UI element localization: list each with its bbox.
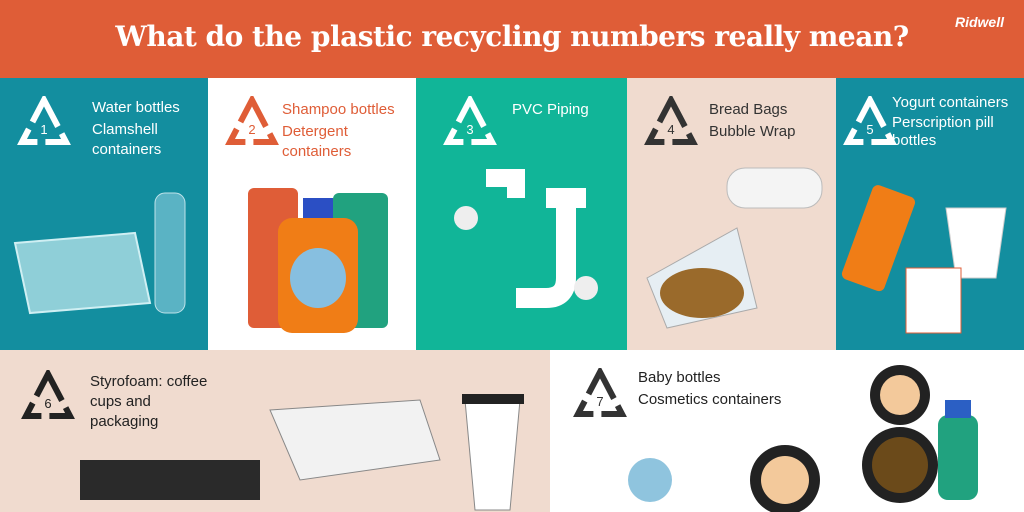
recycle-symbol-icon: 6 xyxy=(21,370,75,419)
panel-plastic-7: 7 Baby bottles Cosmetics containers xyxy=(550,350,1024,512)
item-label: Baby bottles xyxy=(638,369,721,386)
panel-plastic-6: 6 Styrofoam: coffee cups and packaging xyxy=(0,350,550,512)
recycle-symbol-icon: 1 xyxy=(17,96,71,145)
pvc-pipe-illustration xyxy=(454,169,598,308)
recycle-symbol-icon: 4 xyxy=(644,96,698,145)
svg-text:4: 4 xyxy=(667,122,674,137)
header: What do the plastic recycling numbers re… xyxy=(0,0,1024,78)
item-label: Water bottles xyxy=(92,99,180,116)
item-label: Bubble Wrap xyxy=(709,123,796,140)
recycle-symbol-icon: 2 xyxy=(225,96,279,145)
shampoo-detergent-illustration xyxy=(248,188,388,333)
panel-plastic-4: 4 Bread Bags Bubble Wrap xyxy=(627,78,836,350)
svg-text:1: 1 xyxy=(40,122,47,137)
item-label: PVC Piping xyxy=(512,101,589,118)
clamshell-bottle-illustration xyxy=(13,192,186,315)
panel-plastic-3: 3 PVC Piping xyxy=(416,78,627,350)
panel-plastic-2: 2 Shampoo bottles Detergent containers xyxy=(208,78,416,350)
recycle-symbol-icon: 7 xyxy=(573,368,627,417)
svg-text:6: 6 xyxy=(44,396,51,411)
recycle-symbol-icon: 3 xyxy=(443,96,497,145)
panel-plastic-5: 5 Yogurt containers Perscription pill bo… xyxy=(836,78,1024,350)
item-label: Yogurt containers xyxy=(892,94,1009,111)
item-label: Clamshell containers xyxy=(92,121,162,158)
page-title: What do the plastic recycling numbers re… xyxy=(115,20,909,53)
svg-text:3: 3 xyxy=(466,122,473,137)
item-label: Shampoo bottles xyxy=(282,101,395,118)
yogurt-pill-bottle-illustration xyxy=(841,185,1007,334)
item-label: Styrofoam: coffee cups and packaging xyxy=(90,373,208,430)
item-label: Bread Bags xyxy=(709,101,788,118)
svg-text:7: 7 xyxy=(596,394,603,409)
item-label: Detergent containers xyxy=(282,123,352,160)
panel-plastic-1: 1 Water bottles Clamshell containers xyxy=(0,78,208,350)
ridwell-logo: Ridwell xyxy=(954,14,1004,30)
recycle-symbol-icon: 5 xyxy=(843,96,897,145)
item-label: Cosmetics containers xyxy=(638,391,782,408)
baby-bottle-cosmetics-illustration xyxy=(628,365,978,512)
item-label: Perscription pill bottles xyxy=(892,114,994,149)
bread-bag-bubble-wrap-illustration xyxy=(646,167,823,329)
styrofoam-illustration xyxy=(80,394,524,511)
svg-text:5: 5 xyxy=(866,122,873,137)
svg-text:2: 2 xyxy=(248,122,255,137)
